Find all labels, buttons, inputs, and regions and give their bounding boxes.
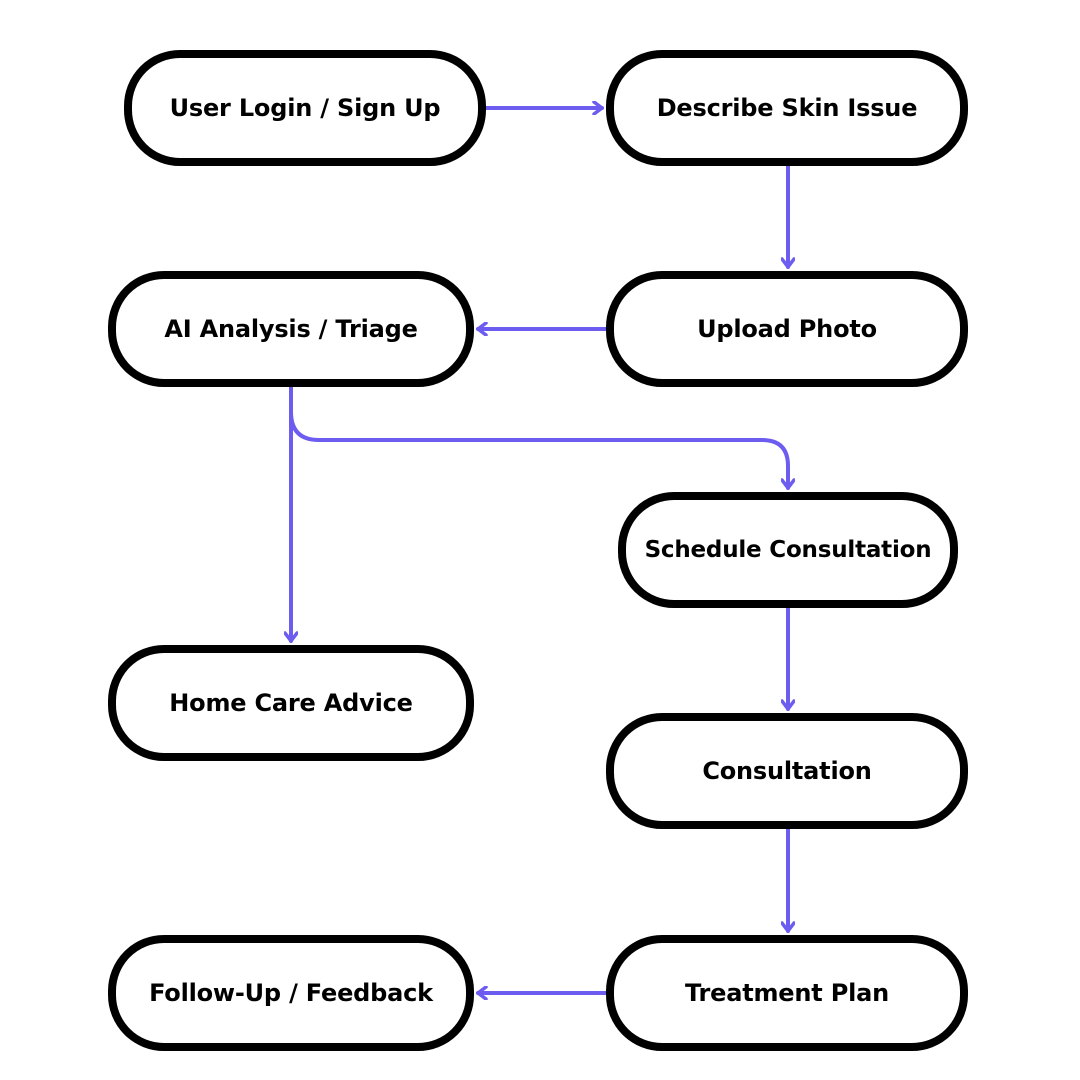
node-treatment-plan-label: Treatment Plan — [684, 979, 889, 1007]
node-user-login: User Login / Sign Up — [124, 50, 486, 166]
arrow-ai-to-schedule — [289, 385, 788, 490]
node-schedule-consultation-label: Schedule Consultation — [644, 537, 932, 563]
node-consultation-label: Consultation — [702, 757, 872, 785]
node-home-care-advice-label: Home Care Advice — [169, 689, 413, 717]
node-ai-analysis-label: AI Analysis / Triage — [164, 315, 418, 343]
node-schedule-consultation: Schedule Consultation — [618, 492, 958, 608]
node-follow-up-feedback: Follow-Up / Feedback — [108, 935, 474, 1051]
node-user-login-label: User Login / Sign Up — [169, 94, 441, 122]
node-describe-skin-issue-label: Describe Skin Issue — [656, 94, 918, 122]
node-home-care-advice: Home Care Advice — [108, 645, 474, 761]
node-ai-analysis: AI Analysis / Triage — [108, 271, 474, 387]
node-describe-skin-issue: Describe Skin Issue — [606, 50, 968, 166]
node-consultation: Consultation — [606, 713, 968, 829]
node-treatment-plan: Treatment Plan — [606, 935, 968, 1051]
node-follow-up-feedback-label: Follow-Up / Feedback — [149, 979, 433, 1007]
node-upload-photo-label: Upload Photo — [697, 315, 877, 343]
node-upload-photo: Upload Photo — [606, 271, 968, 387]
